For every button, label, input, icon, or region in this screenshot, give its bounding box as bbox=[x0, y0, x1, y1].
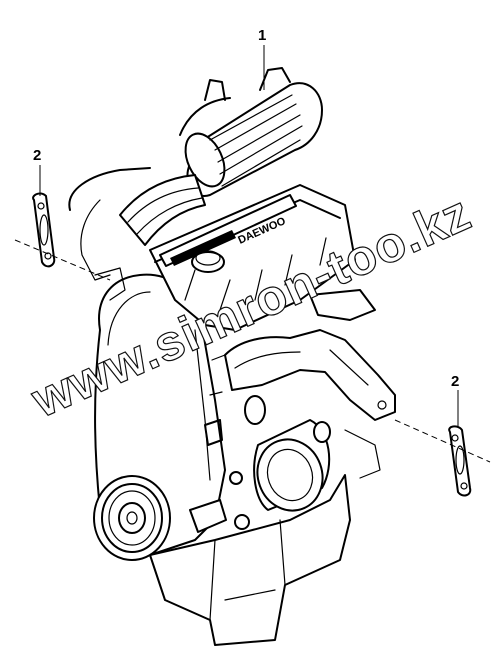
exhaust-manifold bbox=[224, 289, 396, 421]
callout-2-right: 2 bbox=[451, 373, 459, 390]
callout-1: 1 bbox=[258, 27, 266, 44]
engine-fittings bbox=[94, 267, 381, 533]
oil-filler-cap bbox=[191, 251, 225, 273]
crankshaft-pulley bbox=[93, 475, 171, 561]
engine-block bbox=[149, 474, 351, 646]
callout-2-left: 2 bbox=[33, 147, 41, 164]
exhaust-gasket-right bbox=[448, 425, 472, 497]
leader-lines bbox=[14, 45, 491, 463]
exhaust-gasket-left bbox=[32, 192, 56, 268]
valve-cover: DAEWOO bbox=[149, 184, 356, 331]
oil-filter bbox=[253, 419, 331, 512]
